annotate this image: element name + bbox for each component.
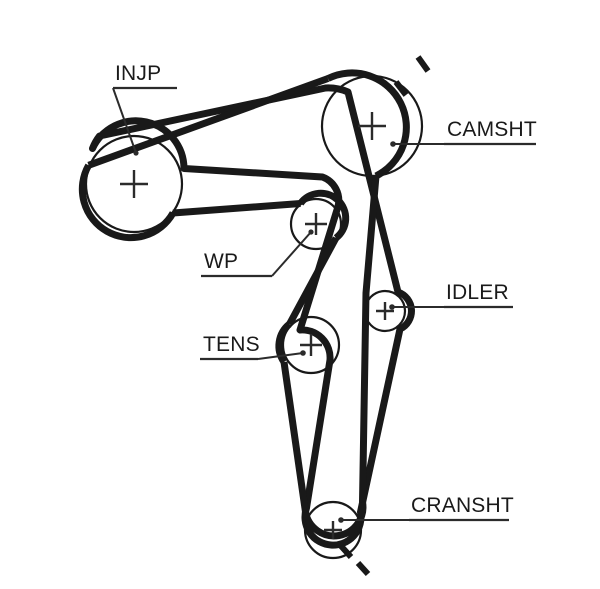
timing-mark-camsht-outer: [415, 55, 431, 73]
belt-wrap-wp: [297, 189, 350, 241]
center-cross-group: [120, 112, 394, 539]
cross-icon-tens: [300, 334, 322, 356]
belt-span-injp-to-camsht: [87, 75, 330, 169]
label-cransht: CRANSHT: [411, 494, 514, 517]
pulley-cransht[interactable]: [303, 500, 363, 560]
label-tens: TENS: [203, 333, 260, 356]
belt-span-camsht-to-cransht: [359, 175, 380, 503]
pulley-idler[interactable]: [363, 289, 407, 333]
callout-leader-idler: [389, 304, 513, 310]
belt-span-wp-to-injp: [172, 200, 301, 217]
label-wp: WP: [204, 250, 238, 273]
callout-leader-wp: [201, 229, 314, 278]
pulley-injp[interactable]: [84, 134, 184, 234]
pulley-tens[interactable]: [281, 315, 341, 375]
belt-span-tens-to-wp: [286, 236, 340, 326]
timing-mark-cransht-inner: [338, 543, 354, 560]
cross-icon-camsht: [358, 112, 386, 140]
callouts-group: [112, 86, 536, 523]
pulleys-group: [84, 74, 424, 560]
label-injp: INJP: [115, 62, 161, 85]
callout-labels-group: INJP CAMSHT WP IDLER TENS CRANSHT: [115, 62, 537, 517]
callout-leader-injp: [112, 86, 177, 156]
pulley-wp[interactable]: [289, 197, 343, 251]
belt-wrap-tens: [275, 321, 292, 365]
timing-marks-group: [338, 55, 431, 577]
pulley-camsht[interactable]: [320, 74, 424, 178]
label-camsht: CAMSHT: [447, 118, 537, 141]
belt-span-cransht-to-tens: [280, 361, 309, 513]
cross-icon-injp: [120, 170, 148, 198]
timing-mark-cransht-outer: [355, 560, 371, 577]
callout-leader-camsht: [390, 141, 536, 147]
cross-icon-cransht: [324, 521, 342, 539]
label-idler: IDLER: [446, 281, 509, 304]
belt-wrap-camsht: [326, 69, 410, 180]
cross-icon-wp: [305, 213, 327, 235]
belt-segments-group: [78, 69, 410, 540]
belt-wrap-injp: [78, 163, 177, 242]
callout-leader-cransht: [338, 517, 509, 523]
timing-mark-camsht-inner: [393, 80, 409, 97]
belt-wrap-cransht: [302, 501, 367, 540]
callout-leader-tens: [200, 350, 306, 361]
cross-icon-idler: [376, 302, 394, 320]
